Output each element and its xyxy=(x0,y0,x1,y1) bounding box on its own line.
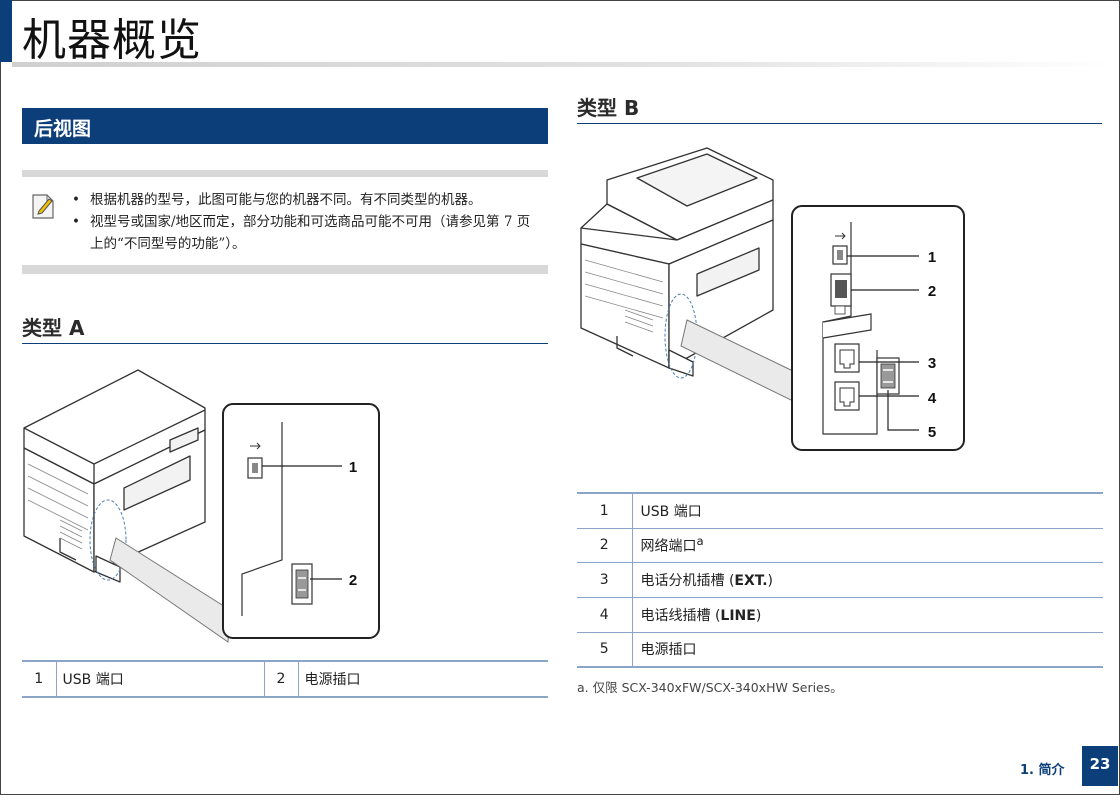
footnote-marker: a xyxy=(696,534,704,549)
item-label: 电源插口 xyxy=(631,632,1103,668)
page-number: 23 xyxy=(1082,746,1118,786)
table-row: 1 USB 端口 xyxy=(577,492,1103,529)
item-number: 2 xyxy=(577,528,632,563)
callout-number: 1 xyxy=(349,459,357,476)
note-item: 根据机器的型号，此图可能与您的机器不同。有不同类型的机器。 xyxy=(70,189,540,211)
chapter-edge-bar xyxy=(0,0,12,62)
page-title: 机器概览 xyxy=(22,15,202,66)
item-number: 4 xyxy=(577,597,632,633)
type-b-table: 1 USB 端口 2 网络端口a 3 电话分机插槽 (EXT.) 4 电话线插槽… xyxy=(577,492,1103,668)
table-row: 5 电源插口 xyxy=(577,632,1103,668)
type-a-heading: 类型 A xyxy=(22,316,85,340)
footer-chapter-link[interactable]: 1. 简介 xyxy=(1020,763,1065,778)
callout-number: 3 xyxy=(928,355,936,372)
item-label: 电话分机插槽 (EXT.) xyxy=(631,562,1103,598)
type-a-table: 1 USB 端口 2 电源插口 xyxy=(22,660,548,698)
type-b-rule xyxy=(577,123,1102,124)
item-label: 网络端口a xyxy=(631,528,1103,563)
item-label: 电源插口 xyxy=(297,660,548,698)
item-number: 2 xyxy=(263,660,298,698)
callout-number: 1 xyxy=(928,249,936,266)
callout-number: 2 xyxy=(349,572,357,589)
item-number: 5 xyxy=(577,632,632,668)
table-row: 2 网络端口a xyxy=(577,528,1103,563)
type-a-rear-diagram: 1 2 xyxy=(23,369,380,643)
table-row: 4 电话线插槽 (LINE) xyxy=(577,597,1103,633)
table-row: 3 电话分机插槽 (EXT.) xyxy=(577,562,1103,598)
table-row: 1 USB 端口 2 电源插口 xyxy=(22,660,548,698)
note-list: 根据机器的型号，此图可能与您的机器不同。有不同类型的机器。 视型号或国家/地区而… xyxy=(70,189,540,255)
callout-number: 2 xyxy=(928,283,936,300)
item-label: 电话线插槽 (LINE) xyxy=(631,597,1103,633)
callout-number: 5 xyxy=(928,424,936,441)
footnote: a. 仅限 SCX-340xFW/SCX-340xHW Series。 xyxy=(577,680,843,695)
type-b-rear-diagram: 1 2 3 4 5 xyxy=(580,147,965,451)
section-heading: 后视图 xyxy=(22,108,548,144)
item-number: 1 xyxy=(22,660,56,698)
item-label: USB 端口 xyxy=(631,492,1103,529)
item-label: USB 端口 xyxy=(55,660,264,698)
item-number: 1 xyxy=(577,492,632,529)
item-number: 3 xyxy=(577,562,632,598)
title-rule xyxy=(12,62,1112,67)
type-a-rule xyxy=(22,343,548,344)
note-item: 视型号或国家/地区而定，部分功能和可选商品可能不可用（请参见第 7 页上的“不同… xyxy=(70,211,540,255)
callout-number: 4 xyxy=(928,390,937,407)
type-b-heading: 类型 B xyxy=(577,96,640,120)
note-box: 根据机器的型号，此图可能与您的机器不同。有不同类型的机器。 视型号或国家/地区而… xyxy=(22,170,548,274)
note-pencil-icon xyxy=(32,194,54,219)
